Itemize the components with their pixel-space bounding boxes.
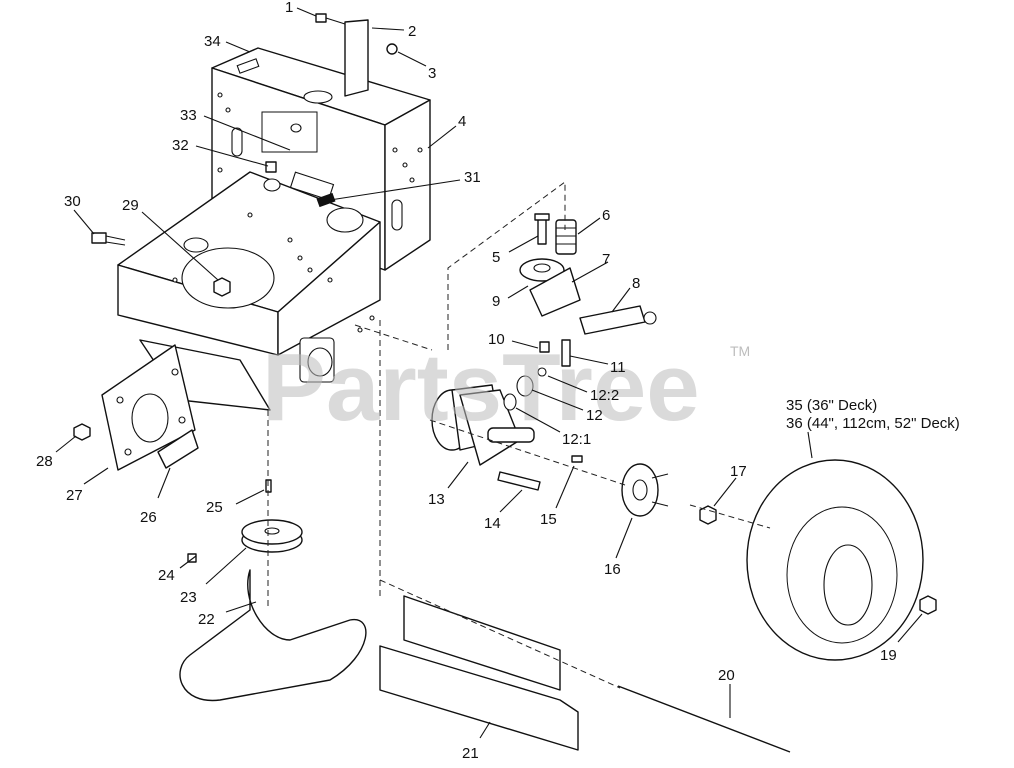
nut-part-28 (73, 423, 91, 441)
side-plate (101, 344, 196, 471)
nut-part-29 (213, 277, 231, 297)
idler-pulley (519, 258, 581, 317)
rod-part-20 (617, 685, 791, 753)
callout-25: 25 (206, 499, 223, 516)
bolt-part-30 (91, 232, 126, 246)
drive-belt (179, 569, 367, 702)
lug-nut-part-17 (699, 505, 717, 525)
callout-27: 27 (66, 487, 83, 504)
drive-pulley (241, 519, 303, 553)
watermark-trademark: TM (730, 343, 750, 359)
bushing-part-12 (516, 375, 534, 397)
decal-part-31 (316, 192, 336, 208)
shield-plate (379, 595, 579, 751)
callout-17: 17 (730, 463, 747, 480)
extension-spring-part-8 (579, 305, 657, 335)
callout-24: 24 (158, 567, 175, 584)
deck-label-35: 35 (36" Deck) (786, 397, 877, 414)
bracket-part-26 (157, 429, 199, 469)
tire-wheel (746, 459, 924, 661)
assembly-guide-lines (267, 181, 771, 689)
callout-3: 3 (428, 65, 436, 82)
watermark-text: PartsTree (262, 334, 700, 441)
callout-13: 13 (428, 491, 445, 508)
ring-part-12-2 (537, 367, 547, 377)
callout-6: 6 (602, 207, 610, 224)
callout-12-2: 12:2 (590, 387, 619, 404)
callout-2: 2 (408, 23, 416, 40)
lower-frame-holes (172, 212, 375, 333)
nut-part-10 (539, 341, 550, 353)
callout-29: 29 (122, 197, 139, 214)
callout-12: 12 (586, 407, 603, 424)
key-part-15 (571, 455, 583, 463)
nut-part-32 (265, 161, 277, 173)
callout-33: 33 (180, 107, 197, 124)
callout-23: 23 (180, 589, 197, 606)
callout-8: 8 (632, 275, 640, 292)
ring-part-12-1 (503, 393, 517, 411)
callout-28: 28 (36, 453, 53, 470)
callout-31: 31 (464, 169, 481, 186)
callout-15: 15 (540, 511, 557, 528)
callout-11: 11 (610, 359, 626, 376)
fitting-part-24 (187, 553, 197, 563)
bolt-part-14 (497, 471, 541, 491)
callout-16: 16 (604, 561, 621, 578)
callout-9: 9 (492, 293, 500, 310)
callout-22: 22 (198, 611, 215, 628)
wheel-hub (621, 463, 669, 517)
callout-34: 34 (204, 33, 221, 50)
callout-1: 1 (285, 0, 293, 16)
callout-5: 5 (492, 249, 500, 266)
callout-leaders (55, 7, 923, 739)
callout-20: 20 (718, 667, 735, 684)
callout-14: 14 (484, 515, 501, 532)
callout-32: 32 (172, 137, 189, 154)
callout-labels: 1 2 3 4 5 6 7 8 9 10 11 12 12:2 12:1 13 … (36, 0, 960, 762)
mounting-bracket-plate (344, 19, 369, 97)
bolt-part-1 (315, 13, 346, 25)
deck-label-36: 36 (44", 112cm, 52" Deck) (786, 415, 960, 432)
callout-19: 19 (880, 647, 897, 664)
callout-30: 30 (64, 193, 81, 210)
callout-26: 26 (140, 509, 157, 526)
callout-12-1: 12:1 (562, 431, 591, 448)
axle-housing (431, 384, 535, 466)
callout-7: 7 (602, 251, 610, 268)
frame-bolt-holes (217, 92, 423, 193)
callout-4: 4 (458, 113, 466, 130)
idler-bolt-part-5 (534, 213, 550, 245)
bolt-part-11 (561, 339, 571, 367)
nut-part-3 (386, 43, 398, 55)
spring-part-6 (555, 219, 577, 255)
callout-10: 10 (488, 331, 505, 348)
callout-21: 21 (462, 745, 479, 762)
nut-part-19 (919, 595, 937, 615)
